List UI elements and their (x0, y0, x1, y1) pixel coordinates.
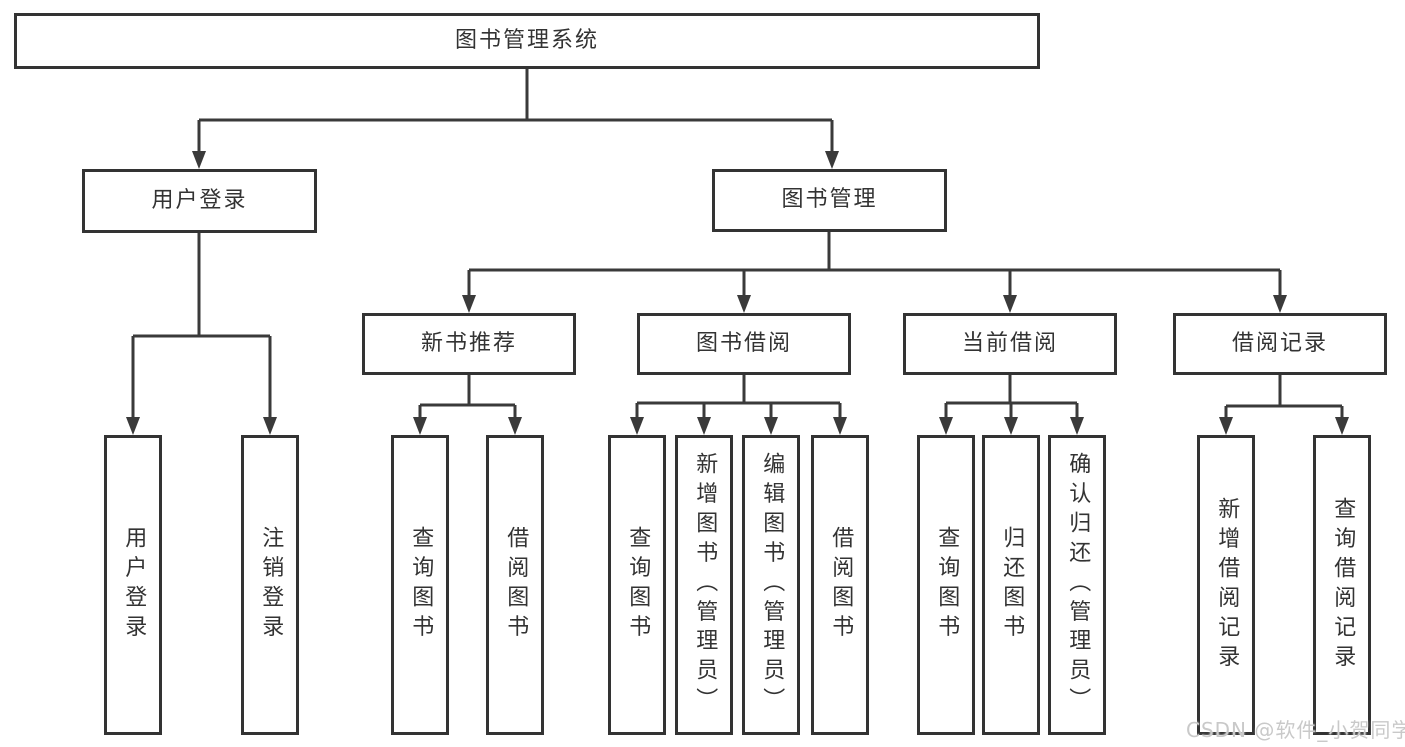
connector-current-borrow (944, 375, 1079, 423)
arrowhead-icon (462, 295, 476, 313)
leaf-edit-books-admin: 编辑图书（管理员） (742, 435, 800, 735)
leaf-return-books: 归还图书 (982, 435, 1040, 735)
connector-borrow-records (1224, 375, 1344, 423)
leaf-query-borrow-record: 查询借阅记录 (1313, 435, 1371, 735)
node-book-management: 图书管理 (712, 169, 947, 232)
arrowheads (126, 151, 1349, 435)
node-current-borrow: 当前借阅 (903, 313, 1117, 375)
connector-book-borrow (635, 375, 842, 423)
arrowhead-icon (1003, 295, 1017, 313)
connector-root (197, 69, 834, 157)
arrowhead-icon (764, 417, 778, 435)
csdn-watermark: CSDN @软件_小贺同学 (1186, 718, 1405, 742)
arrowhead-icon (825, 151, 839, 169)
arrowhead-icon (413, 417, 427, 435)
connector-new-book-recommend (418, 375, 517, 423)
node-root: 图书管理系统 (14, 13, 1040, 69)
arrowhead-icon (1070, 417, 1084, 435)
node-user-login: 用户登录 (82, 169, 317, 233)
arrowhead-icon (939, 417, 953, 435)
arrowhead-icon (192, 151, 206, 169)
node-book-borrow: 图书借阅 (637, 313, 851, 375)
arrowhead-icon (263, 417, 277, 435)
leaf-logout: 注销登录 (241, 435, 299, 735)
leaf-query-books-current: 查询图书 (917, 435, 975, 735)
node-new-book-recommend: 新书推荐 (362, 313, 576, 375)
arrowhead-icon (126, 417, 140, 435)
leaf-query-books-recommend: 查询图书 (391, 435, 449, 735)
leaf-query-books-borrow: 查询图书 (608, 435, 666, 735)
arrowhead-icon (833, 417, 847, 435)
leaf-confirm-return-admin: 确认归还（管理员） (1048, 435, 1106, 735)
arrowhead-icon (630, 417, 644, 435)
connector-book-management (467, 232, 1282, 301)
arrowhead-icon (1004, 417, 1018, 435)
arrowhead-icon (737, 295, 751, 313)
connector-user-login (131, 233, 272, 423)
leaf-user-login: 用户登录 (104, 435, 162, 735)
arrowhead-icon (1273, 295, 1287, 313)
arrowhead-icon (1335, 417, 1349, 435)
arrowhead-icon (1219, 417, 1233, 435)
leaf-borrow-books: 借阅图书 (811, 435, 869, 735)
arrowhead-icon (697, 417, 711, 435)
leaf-add-books-admin: 新增图书（管理员） (675, 435, 733, 735)
leaf-borrow-books-recommend: 借阅图书 (486, 435, 544, 735)
arrowhead-icon (508, 417, 522, 435)
leaf-add-borrow-record: 新增借阅记录 (1197, 435, 1255, 735)
node-borrow-records: 借阅记录 (1173, 313, 1387, 375)
